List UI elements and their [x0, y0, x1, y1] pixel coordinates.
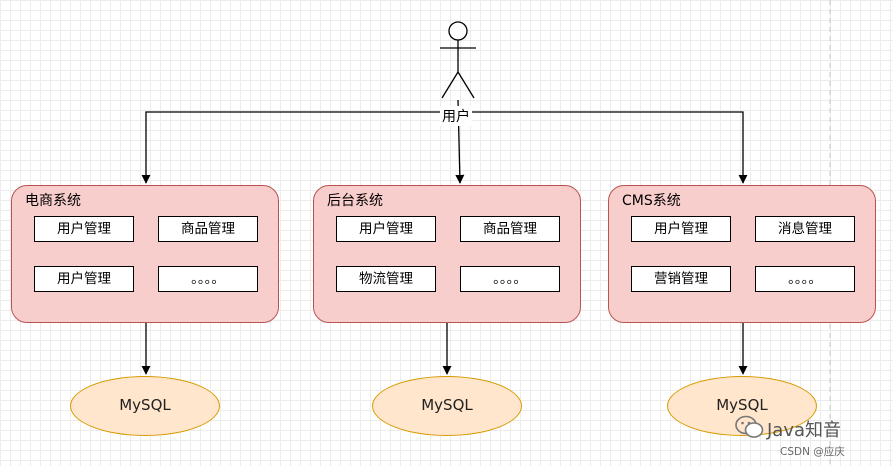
module-box: 商品管理: [158, 216, 258, 242]
system-box-cms: CMS系统 用户管理 消息管理 营销管理 。。。。: [608, 185, 876, 323]
system-box-ecommerce: 电商系统 用户管理 商品管理 用户管理 。。。。: [11, 185, 279, 323]
system-box-backend: 后台系统 用户管理 商品管理 物流管理 。。。。: [313, 185, 581, 323]
module-box: 用户管理: [34, 266, 134, 292]
module-box: 商品管理: [460, 216, 560, 242]
wechat-logo-icon: [735, 415, 764, 438]
user-actor-icon: [440, 21, 476, 99]
system-title: CMS系统: [622, 193, 681, 209]
edge-user-to-cms: [458, 111, 748, 184]
user-actor-label: 用户: [440, 106, 472, 126]
database-ellipse: MySQL: [372, 376, 522, 436]
database-ellipse: MySQL: [667, 376, 817, 436]
edge-user-to-ecommerce: [141, 111, 458, 184]
system-title: 电商系统: [25, 193, 81, 209]
module-box: 。。。。: [460, 266, 560, 292]
module-box: 物流管理: [336, 266, 436, 292]
module-box: 。。。。: [755, 266, 855, 292]
module-box: 用户管理: [631, 216, 731, 242]
database-ellipse: MySQL: [70, 376, 220, 436]
module-box: 用户管理: [34, 216, 134, 242]
system-title: 后台系统: [327, 193, 383, 209]
watermark-text: Java知音: [767, 420, 842, 441]
module-box: 。。。。: [158, 266, 258, 292]
module-box: 营销管理: [631, 266, 731, 292]
watermark-credit: CSDN @应庆: [780, 446, 845, 458]
module-box: 用户管理: [336, 216, 436, 242]
module-box: 消息管理: [755, 216, 855, 242]
